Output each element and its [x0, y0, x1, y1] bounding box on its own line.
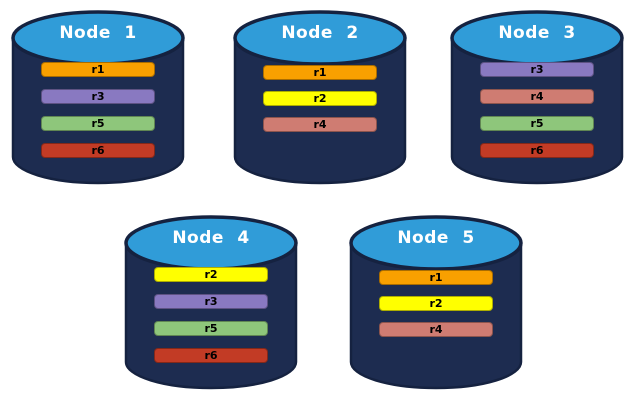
node-label: Node 2 [281, 23, 359, 43]
replica-list: r1 r2 r4 [379, 270, 493, 337]
replica-bar-r5: r5 [154, 321, 268, 336]
node-label: Node 4 [172, 228, 250, 248]
node-label: Node 5 [397, 228, 475, 248]
replica-list: r2 r3 r5 r6 [154, 267, 268, 363]
node-3: Node 3 r3 r4 r5 r6 [449, 9, 625, 187]
replica-bar-r3: r3 [154, 294, 268, 309]
replica-bar-r6: r6 [41, 143, 155, 158]
replica-bar-r2: r2 [379, 296, 493, 311]
replica-bar-r5: r5 [41, 116, 155, 131]
replica-list: r1 r2 r4 [263, 65, 377, 132]
replica-bar-r5: r5 [480, 116, 594, 131]
replica-bar-r1: r1 [41, 62, 155, 77]
node-4: Node 4 r2 r3 r5 r6 [123, 214, 299, 392]
node-label: Node 1 [59, 23, 137, 43]
node-1: Node 1 r1 r3 r5 r6 [10, 9, 186, 187]
replica-bar-r1: r1 [379, 270, 493, 285]
node-2: Node 2 r1 r2 r4 [232, 9, 408, 187]
cylinder-top [233, 10, 407, 66]
replica-bar-r1: r1 [263, 65, 377, 80]
replica-bar-r3: r3 [41, 89, 155, 104]
replica-bar-r6: r6 [154, 348, 268, 363]
replica-bar-r4: r4 [263, 117, 377, 132]
replica-bar-r2: r2 [154, 267, 268, 282]
replica-list: r1 r3 r5 r6 [41, 62, 155, 158]
replica-list: r3 r4 r5 r6 [480, 62, 594, 158]
replica-bar-r3: r3 [480, 62, 594, 77]
replica-bar-r6: r6 [480, 143, 594, 158]
node-5: Node 5 r1 r2 r4 [348, 214, 524, 392]
replica-bar-r4: r4 [480, 89, 594, 104]
replica-bar-r4: r4 [379, 322, 493, 337]
node-label: Node 3 [498, 23, 576, 43]
replica-bar-r2: r2 [263, 91, 377, 106]
cylinder-top [349, 215, 523, 271]
